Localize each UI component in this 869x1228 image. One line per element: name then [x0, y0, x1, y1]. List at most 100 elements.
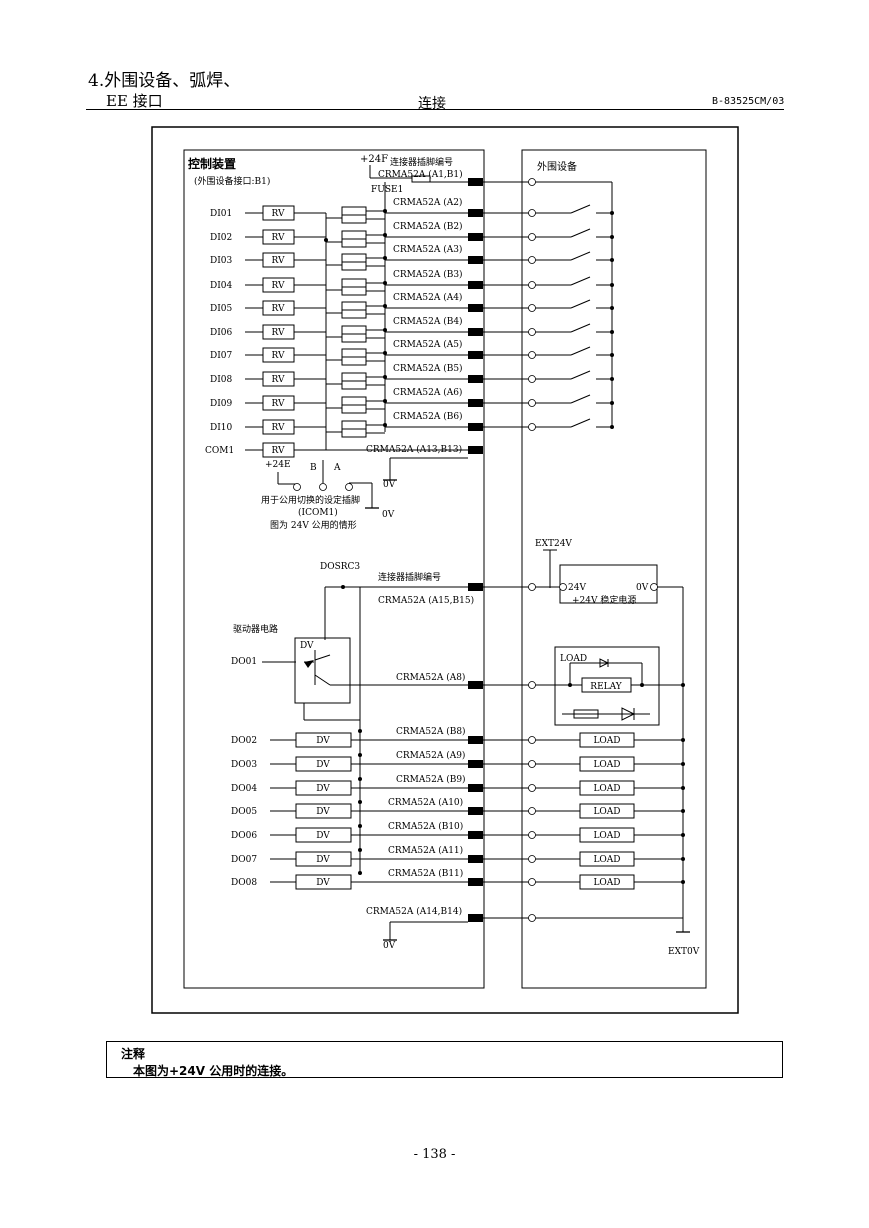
connector-pin [468, 209, 483, 217]
output-name-do04: DO04 [231, 784, 257, 794]
load-box [554, 646, 660, 726]
connector-pin [468, 914, 483, 922]
rv-label: RV [272, 209, 285, 219]
dv-label: DV [316, 878, 330, 888]
resistor [341, 278, 367, 288]
load-label: LOAD [593, 878, 620, 888]
resistor [341, 301, 367, 311]
page-number: - 138 - [413, 1147, 456, 1162]
dv-label: DV [300, 641, 314, 651]
driver-box [294, 637, 351, 704]
input-pin-label: CRMA52A (A2) [393, 197, 462, 208]
connector-pin [468, 583, 483, 591]
terminal-circle [528, 736, 536, 744]
controller-subtitle: (外围设备接口:B1) [194, 175, 270, 187]
load-label: LOAD [593, 831, 620, 841]
rv-label: RV [272, 423, 285, 433]
transistor-collector [314, 654, 331, 661]
terminal-circle [528, 233, 536, 241]
terminal-circle [528, 281, 536, 289]
resistor [341, 333, 367, 343]
resistor [341, 253, 367, 263]
psu-0v-label: 0V [636, 583, 649, 593]
connector-pin [468, 328, 483, 336]
junction-dot [681, 833, 685, 837]
switch-contact [570, 228, 591, 238]
connector-pin [468, 233, 483, 241]
zero-v-label: 0V [383, 941, 396, 951]
terminal-circle [528, 375, 536, 383]
input-pin-label: CRMA52A (A3) [393, 244, 462, 255]
subsection-heading: EE 接口 [106, 92, 163, 110]
resistor [341, 286, 367, 296]
output-pin-label: CRMA52A (B11) [388, 868, 463, 879]
jumper-terminal [319, 483, 327, 491]
connector-pin [468, 423, 483, 431]
jumper-terminal [345, 483, 353, 491]
dv-label: DV [316, 760, 330, 770]
junction-dot [681, 880, 685, 884]
input-pin-label: CRMA52A (B2) [393, 221, 463, 232]
resistor [341, 214, 367, 224]
junction-dot [681, 738, 685, 742]
output-name-do05: DO05 [231, 807, 257, 817]
output-name-do02: DO02 [231, 736, 257, 746]
input-name-di03: DI03 [210, 256, 232, 266]
terminal-circle [528, 256, 536, 264]
switch-contact [570, 394, 591, 404]
resistor [341, 372, 367, 382]
terminal-circle [528, 399, 536, 407]
psu-terminal [650, 583, 658, 591]
output-pin-label: CRMA52A (A10) [388, 797, 463, 808]
led-diode [621, 707, 636, 721]
input-name-di02: DI02 [210, 233, 232, 243]
chapter-title: 连接 [418, 96, 446, 112]
connector-pin [468, 281, 483, 289]
input-pin-label: CRMA52A (A5) [393, 339, 462, 350]
connector-pin [468, 375, 483, 383]
connector-pin [468, 399, 483, 407]
output-name-do03: DO03 [231, 760, 257, 770]
connector-pin [468, 681, 483, 689]
dv-label: DV [316, 855, 330, 865]
load-label: LOAD [560, 654, 587, 664]
rv-label: RV [272, 256, 285, 266]
input-name-di10: DI10 [210, 423, 232, 433]
rv-label: RV [272, 446, 285, 456]
note-text: 本图为+24V 公用时的连接。 [133, 1064, 294, 1078]
switch-note: 用于公用切换的设定插脚 [261, 494, 360, 506]
output-pin-label: CRMA52A (A11) [388, 845, 463, 856]
input-pin-label: CRMA52A (A6) [393, 387, 462, 398]
diode [599, 658, 610, 668]
terminal-circle [528, 328, 536, 336]
input-pin-label: CRMA52A (B6) [393, 411, 463, 422]
terminal-circle [528, 831, 536, 839]
connector-pin [468, 855, 483, 863]
fuse-pin-label: CRMA52A (A1,B1) [378, 169, 463, 180]
com-name: COM1 [205, 446, 234, 456]
rv-label: RV [272, 399, 285, 409]
resistor [341, 261, 367, 271]
terminal-circle [528, 855, 536, 863]
psu-terminal [559, 583, 567, 591]
resistor [341, 380, 367, 390]
dosrc-pin: CRMA52A (A15,B15) [378, 595, 474, 606]
input-pin-label: CRMA52A (B3) [393, 269, 463, 280]
zero-v-label: 0V [382, 510, 395, 520]
rv-label: RV [272, 351, 285, 361]
connector-pin [468, 304, 483, 312]
plus24f-label: +24F [360, 154, 388, 165]
terminal-circle [528, 878, 536, 886]
connector-pin [468, 256, 483, 264]
transistor-arrow [304, 660, 314, 668]
power-supply-box [559, 564, 658, 604]
output-pin-label: CRMA52A (A8) [396, 672, 465, 683]
resistor [341, 348, 367, 358]
resistor [341, 428, 367, 438]
output-name-do01: DO01 [231, 657, 257, 667]
junction-dot [681, 809, 685, 813]
load-label: LOAD [593, 760, 620, 770]
terminal-circle [528, 583, 536, 591]
switch-contact [570, 251, 591, 261]
b-label: B [310, 463, 317, 473]
